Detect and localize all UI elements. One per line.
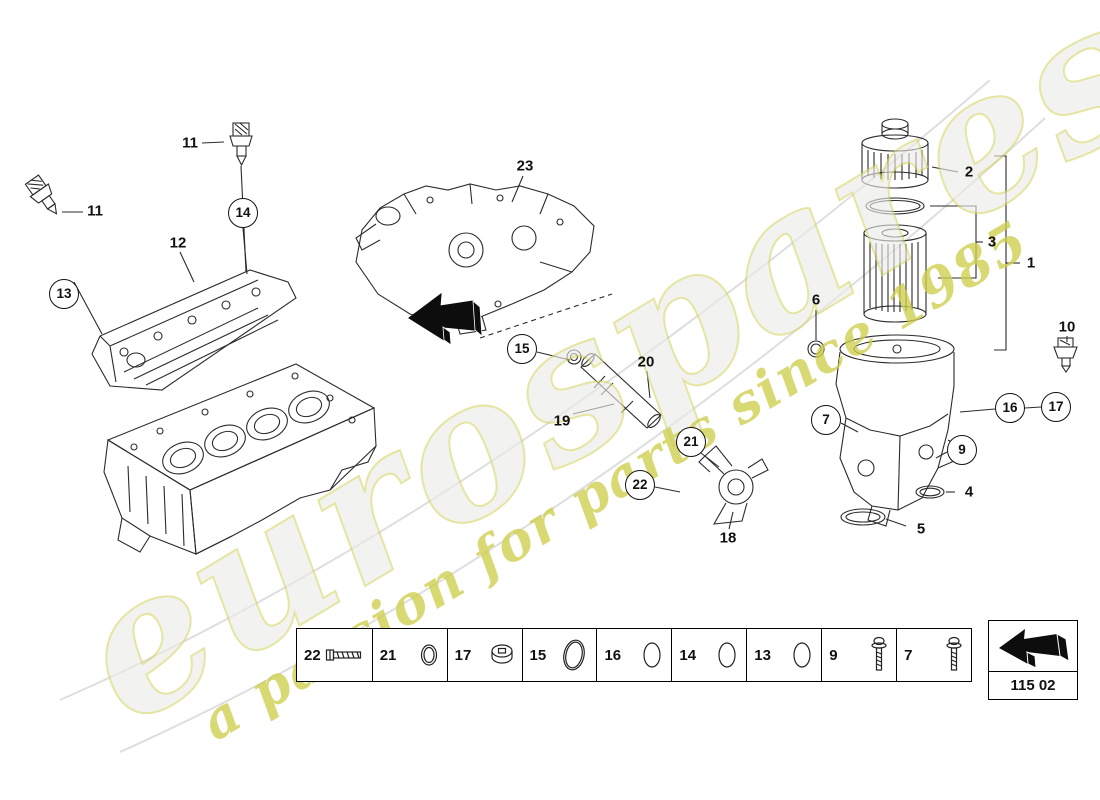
screw-plug-icon — [489, 642, 515, 668]
legend-cell-7[interactable]: 7 — [897, 629, 972, 681]
legend-cell-16[interactable]: 16 — [597, 629, 673, 681]
callout-18[interactable]: 18 — [719, 529, 737, 547]
legend-cell-21[interactable]: 21 — [372, 629, 448, 681]
callout-14[interactable]: 14 — [228, 198, 258, 228]
legend-part-number: 15 — [529, 646, 547, 664]
bolt-vertical-icon — [869, 636, 889, 674]
callout-10[interactable]: 10 — [1058, 318, 1076, 336]
legend-table: 22 21 17 15 16 14 13 9 7 — [296, 628, 972, 682]
callout-20[interactable]: 20 — [637, 353, 655, 371]
o-ring-large-icon — [559, 636, 589, 674]
callout-16[interactable]: 16 — [995, 393, 1025, 423]
direction-arrow-icon — [408, 292, 483, 346]
legend-part-number: 21 — [379, 646, 397, 664]
legend-part-number: 9 — [829, 646, 838, 664]
legend-part-number: 17 — [454, 646, 472, 664]
legend-cell-15[interactable]: 15 — [522, 629, 598, 681]
callout-17[interactable]: 17 — [1041, 392, 1071, 422]
legend-part-number: 7 — [904, 646, 913, 664]
oil-sensor-left-drawing — [24, 174, 58, 215]
legend-cell-17[interactable]: 17 — [447, 629, 523, 681]
bolt-vertical-icon — [944, 636, 964, 674]
legend-cell-9[interactable]: 9 — [822, 629, 898, 681]
valve-cover-drawing — [91, 269, 297, 391]
callout-4[interactable]: 4 — [964, 483, 974, 501]
callout-23[interactable]: 23 — [516, 157, 534, 175]
oil-filter-housing-drawing — [835, 334, 959, 527]
callout-13[interactable]: 13 — [49, 279, 79, 309]
callout-3[interactable]: 3 — [987, 233, 997, 251]
callout-22[interactable]: 22 — [625, 470, 655, 500]
diagram-arrow-icon — [988, 620, 1078, 672]
callout-5[interactable]: 5 — [916, 520, 926, 538]
callout-6[interactable]: 6 — [811, 291, 821, 309]
legend-cell-13[interactable]: 13 — [747, 629, 823, 681]
callout-11[interactable]: 11 — [182, 134, 198, 152]
support-bracket-drawing — [698, 445, 769, 525]
seal-oval-icon — [790, 639, 814, 671]
oil-filter-cap-drawing — [861, 118, 929, 189]
callout-7[interactable]: 7 — [811, 405, 841, 435]
callout-15[interactable]: 15 — [507, 334, 537, 364]
callout-11[interactable]: 11 — [87, 202, 103, 220]
o-ring-4-drawing — [915, 485, 945, 499]
callout-19[interactable]: 19 — [553, 412, 571, 430]
callout-21[interactable]: 21 — [676, 427, 706, 457]
seal-oval-icon — [640, 639, 664, 671]
legend-cell-22[interactable]: 22 — [297, 629, 373, 681]
diagram-code-box[interactable]: 115 02 — [988, 620, 1078, 700]
bolt-horizontal-icon — [325, 646, 365, 664]
callout-1[interactable]: 1 — [1026, 254, 1036, 272]
diagram-code: 115 02 — [988, 672, 1078, 700]
oil-pressure-sensor-drawing — [1053, 337, 1078, 373]
legend-part-number: 22 — [304, 646, 321, 664]
o-ring-6-drawing — [807, 340, 825, 358]
seal-oval-icon — [715, 639, 739, 671]
oil-filter-element-drawing — [863, 224, 927, 323]
o-ring-3-drawing — [865, 197, 925, 215]
legend-cell-14[interactable]: 14 — [672, 629, 748, 681]
oil-pipe-drawing — [566, 349, 662, 429]
legend-part-number: 13 — [754, 646, 771, 664]
background-swoosh — [59, 79, 1046, 753]
callout-12[interactable]: 12 — [169, 234, 187, 252]
legend-part-number: 16 — [604, 646, 622, 664]
oil-sensor-top-drawing — [229, 122, 253, 167]
callout-2[interactable]: 2 — [964, 163, 974, 181]
legend-part-number: 14 — [679, 646, 697, 664]
o-ring-small-icon — [418, 641, 440, 669]
engine-block-drawing — [103, 363, 377, 555]
o-ring-5-drawing — [840, 508, 886, 526]
callout-9[interactable]: 9 — [947, 435, 977, 465]
